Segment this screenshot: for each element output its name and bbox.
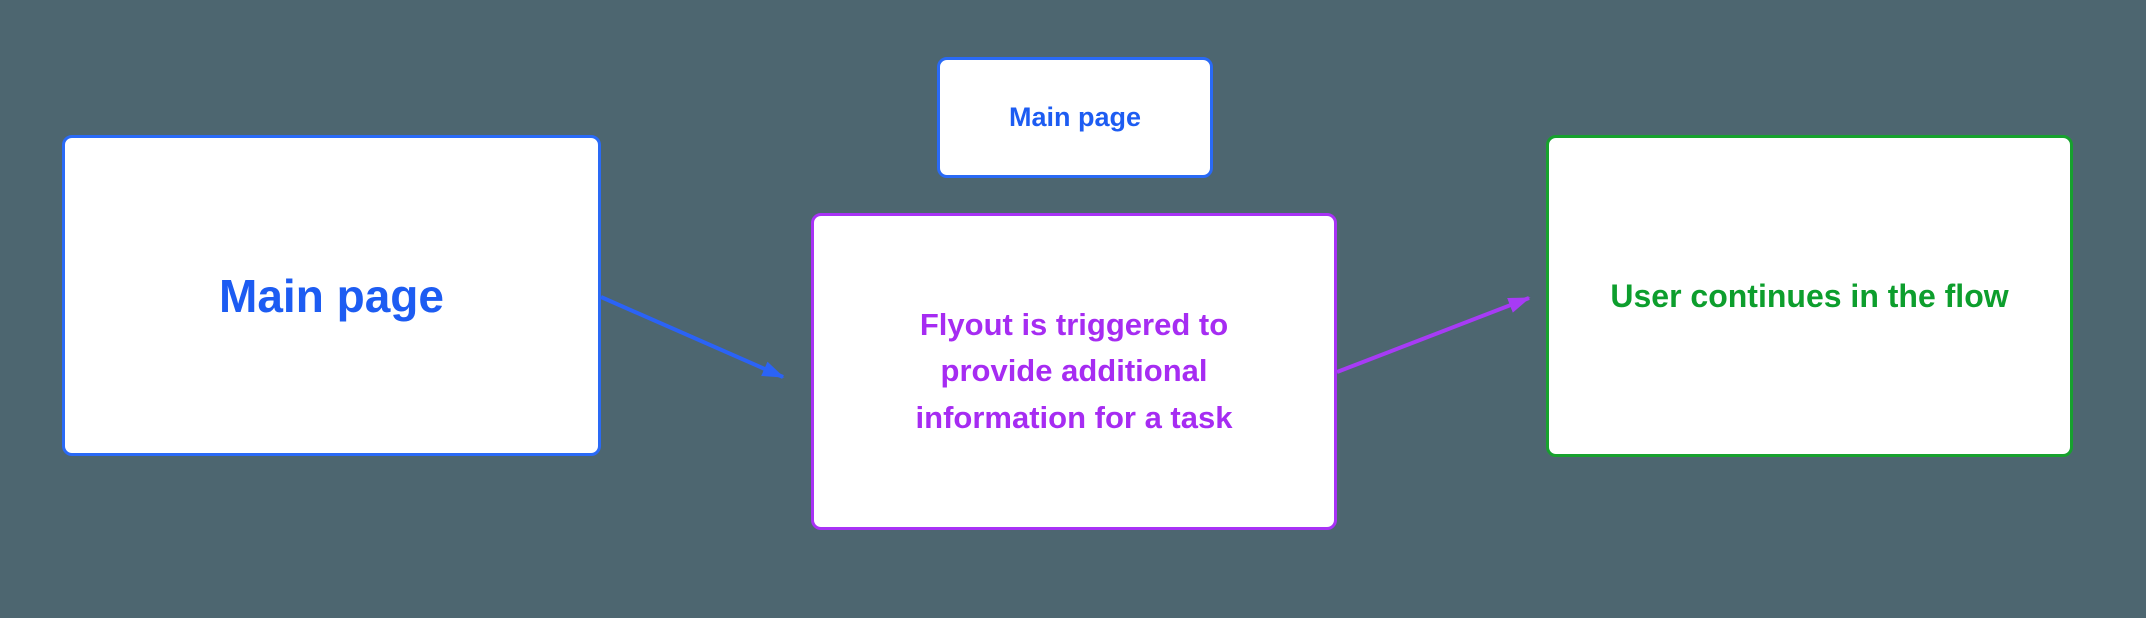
node-main-page-small-label: Main page (1008, 102, 1142, 132)
node-main-page-label: Main page (219, 269, 444, 322)
node-main-page-small[interactable]: Main page (937, 57, 1213, 178)
connector-main-to-flyout[interactable] (600, 295, 785, 379)
node-flyout-label-line-3: information for a task (915, 399, 1233, 435)
node-main-page[interactable]: Main page (62, 135, 601, 456)
node-flyout[interactable]: Flyout is triggered to provide additiona… (811, 213, 1337, 530)
node-user-continues-label: User continues in the flow (1610, 277, 2009, 314)
node-flyout-label-line-2: provide additional (940, 353, 1208, 389)
node-user-continues[interactable]: User continues in the flow (1546, 135, 2073, 457)
node-flyout-label-line-1: Flyout is triggered to (919, 306, 1229, 342)
connector-flyout-to-continue[interactable] (1336, 296, 1531, 374)
